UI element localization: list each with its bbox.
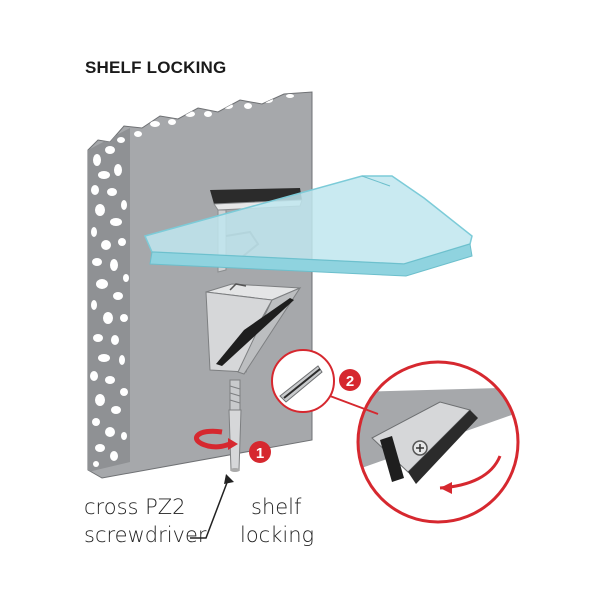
lower-bracket xyxy=(205,283,302,375)
shelf-locking-label-line2: locking xyxy=(240,523,315,547)
diagram-title: SHELF LOCKING xyxy=(85,58,227,77)
shelf-locking-label-line1: shelf xyxy=(251,495,302,519)
step-2-number: 2 xyxy=(346,373,354,390)
step-1-number: 1 xyxy=(256,445,264,462)
wall xyxy=(87,91,313,479)
screwdriver-pointer xyxy=(190,474,234,539)
screwdriver-label-line1: cross PZ2 xyxy=(84,495,186,519)
screwdriver-label-line2: screwdriver xyxy=(84,523,207,547)
step-2-badge: 2 xyxy=(339,369,361,391)
screwdriver xyxy=(228,379,242,472)
glass-shelf xyxy=(143,175,473,277)
zoom-detail-circle xyxy=(356,360,520,524)
small-detail-circle xyxy=(271,349,335,413)
rotation-arrow-icon xyxy=(194,428,238,450)
zoom-connector xyxy=(329,395,379,415)
step-1-badge: 1 xyxy=(249,441,271,463)
